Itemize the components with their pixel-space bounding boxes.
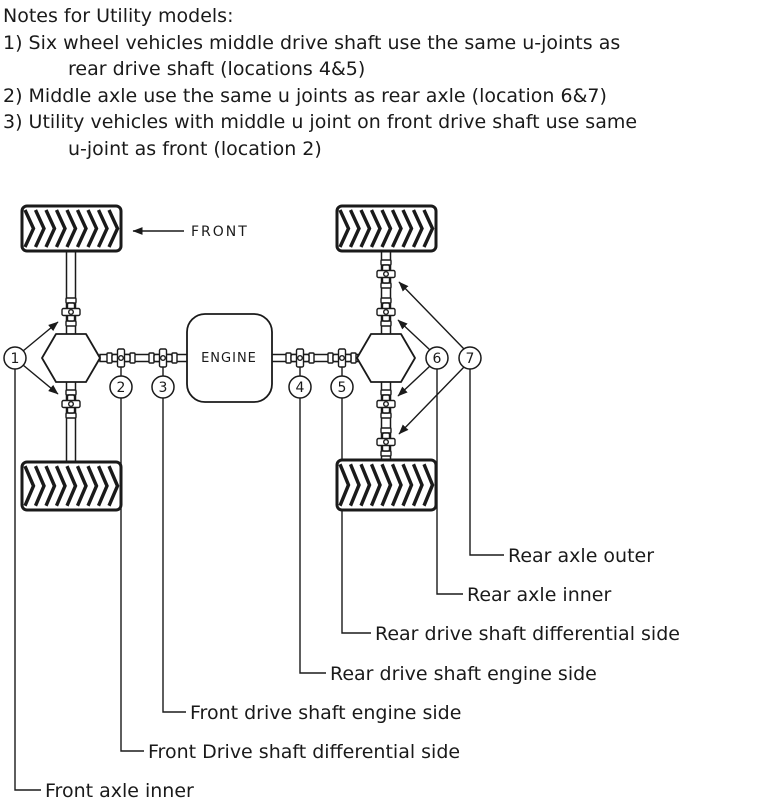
note-1-line-1: 1) Six wheel vehicles middle drive shaft… bbox=[3, 31, 621, 54]
front-direction: FRONT bbox=[132, 224, 249, 240]
ujoint-rear-axle-lower-inner bbox=[376, 389, 396, 419]
callout-1-number: 1 bbox=[11, 351, 20, 367]
callout-7-arrow-lower bbox=[398, 366, 465, 435]
rear-differential bbox=[356, 333, 416, 383]
front-direction-label: FRONT bbox=[191, 224, 249, 240]
note-3-line-1: 3) Utility vehicles with middle u joint … bbox=[3, 111, 638, 134]
notes-title: Notes for Utility models: bbox=[3, 5, 234, 27]
rear-left-tire bbox=[335, 204, 438, 253]
callout-5-label: Rear drive shaft differential side bbox=[375, 623, 680, 645]
callout-1-leader bbox=[14, 369, 41, 791]
callout-1-arrow-upper bbox=[22, 321, 59, 352]
front-right-tire bbox=[20, 460, 123, 512]
notes-block: Notes for Utility models: 1) Six wheel v… bbox=[3, 3, 637, 163]
callout-6-number: 6 bbox=[433, 351, 442, 367]
callout-7-label: Rear axle outer bbox=[508, 545, 654, 567]
callout-1-label: Front axle inner bbox=[45, 780, 194, 800]
ujoint-rear-axle-lower-outer bbox=[376, 427, 396, 457]
front-right-tire-outline bbox=[20, 460, 123, 512]
callout-7-leader bbox=[469, 369, 504, 556]
ujoint-rear-shaft-differential-side bbox=[327, 348, 357, 368]
callout-6-circle bbox=[425, 346, 449, 370]
ujoint-rear-axle-upper-outer bbox=[376, 259, 396, 289]
note-3-line-2: u-joint as front (location 2) bbox=[68, 137, 322, 160]
callout-2: 2 Front Drive shaft differential side bbox=[109, 375, 460, 763]
callout-1-arrow-lower bbox=[22, 364, 59, 395]
callout-3: 3 Front drive shaft engine side bbox=[151, 375, 461, 724]
rear-right-tire-outline bbox=[335, 458, 438, 512]
rear-left-tire-outline bbox=[335, 204, 438, 253]
callout-ticks bbox=[120, 367, 343, 376]
callout-4-leader bbox=[299, 398, 326, 674]
callout-5-number: 5 bbox=[338, 380, 347, 396]
engine-box bbox=[186, 313, 273, 403]
callout-3-leader bbox=[162, 398, 186, 713]
callout-2-label: Front Drive shaft differential side bbox=[148, 741, 460, 763]
ujoint-rear-shaft-engine-side bbox=[285, 348, 315, 368]
front-differential bbox=[41, 333, 101, 383]
rear-right-tire bbox=[335, 458, 438, 512]
ujoint-rear-axle-upper-inner bbox=[376, 297, 396, 327]
callout-5-leader bbox=[341, 398, 371, 634]
engine-label: ENGINE bbox=[201, 351, 257, 366]
callout-7-arrow-upper bbox=[398, 281, 465, 350]
callout-3-number: 3 bbox=[159, 380, 168, 396]
callout-4-number: 4 bbox=[296, 380, 305, 396]
callout-4: 4 Rear drive shaft engine side bbox=[288, 375, 597, 685]
callout-7: 7 Rear axle outer bbox=[458, 346, 654, 567]
ujoint-front-axle-upper bbox=[61, 297, 81, 327]
engine: ENGINE bbox=[186, 313, 273, 403]
callout-2-number: 2 bbox=[117, 380, 126, 396]
callout-7-number: 7 bbox=[466, 351, 475, 367]
ujoint-front-shaft-differential-side bbox=[106, 348, 136, 368]
callout-6-label: Rear axle inner bbox=[467, 584, 611, 606]
callout-4-label: Rear drive shaft engine side bbox=[330, 663, 597, 685]
callout-6-arrow-lower bbox=[397, 365, 431, 397]
ujoint-front-axle-lower bbox=[61, 389, 81, 419]
note-2: 2) Middle axle use the same u joints as … bbox=[3, 84, 607, 107]
callout-6: 6 Rear axle inner bbox=[425, 346, 611, 606]
callout-6-arrow-upper bbox=[397, 319, 431, 351]
callout-6-leader bbox=[436, 369, 463, 595]
note-1-line-2: rear drive shaft (locations 4&5) bbox=[68, 58, 366, 81]
callout-1-circle bbox=[3, 346, 27, 370]
callout-1: 1 Front axle inner bbox=[3, 346, 194, 800]
callout-2-leader bbox=[120, 398, 144, 752]
front-left-tire-outline bbox=[20, 204, 123, 253]
ujoint-front-shaft-engine-side bbox=[148, 348, 178, 368]
callout-7-circle bbox=[458, 346, 482, 370]
callout-3-label: Front drive shaft engine side bbox=[190, 702, 461, 724]
front-left-tire bbox=[20, 204, 123, 253]
